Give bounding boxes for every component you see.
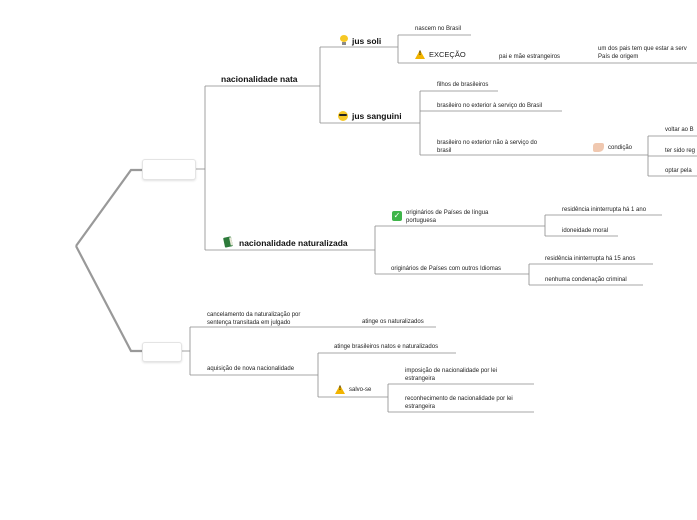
node-residencia-15-anos[interactable]: residência ininterrupta há 15 anos bbox=[545, 256, 636, 262]
node-pai-e-mae[interactable]: pai e mãe estrangeiros bbox=[499, 54, 561, 60]
node-jus-sanguini[interactable]: jus sanguini bbox=[352, 111, 402, 121]
originarios-lingua-line2: portuguesa bbox=[406, 218, 437, 224]
node-optar-pela[interactable]: optar pela bbox=[665, 168, 692, 174]
check-mark-icon: ✓ bbox=[392, 211, 402, 221]
node-nacionalidade-naturalizada[interactable]: nacionalidade naturalizada bbox=[239, 238, 348, 248]
node-exterior-nao-servico[interactable]: brasileiro no exterior não à serviço do … bbox=[437, 139, 537, 155]
node-filhos-de-brasileiros[interactable]: filhos de brasileiros bbox=[437, 82, 489, 88]
warning-icon: ! bbox=[335, 385, 345, 394]
node-cancelamento[interactable]: cancelamento da naturalização por senten… bbox=[207, 311, 300, 327]
node-ter-sido[interactable]: ter sido reg bbox=[665, 148, 696, 154]
node-nenhuma-condenacao[interactable]: nenhuma condenação criminal bbox=[545, 277, 627, 283]
node-salvo-se[interactable]: salvo-se bbox=[349, 387, 372, 393]
exterior-nao-servico-line1: brasileiro no exterior não à serviço do bbox=[437, 140, 538, 146]
node-idoneidade-moral[interactable]: idoneidade moral bbox=[562, 228, 609, 234]
reconhecimento-line2: estrangeira bbox=[405, 404, 436, 410]
imposicao-line1: imposição de nacionalidade por lei bbox=[405, 368, 498, 374]
exterior-nao-servico-line2: brasil bbox=[437, 148, 452, 154]
node-exterior-a-servico[interactable]: brasileiro no exterior à serviço do Bras… bbox=[437, 103, 543, 109]
main-node-bottom[interactable] bbox=[142, 342, 182, 362]
sunglasses-face-icon bbox=[338, 111, 348, 121]
node-nacionalidade-nata[interactable]: nacionalidade nata bbox=[221, 74, 298, 84]
node-jus-soli[interactable]: jus soli bbox=[352, 36, 382, 46]
node-voltar-ao[interactable]: voltar ao B bbox=[665, 127, 694, 133]
node-excecao[interactable]: EXCEÇÃO bbox=[429, 50, 466, 59]
originarios-lingua-line1: originários de Países de língua bbox=[406, 210, 489, 216]
node-residencia-1-ano[interactable]: residência ininterrupta há 1 ano bbox=[562, 207, 647, 213]
node-nascem-no-brasil[interactable]: nascem no Brasil bbox=[415, 26, 462, 32]
um-dos-pais-line2: País de origem bbox=[598, 54, 639, 60]
node-atinge-naturalizados[interactable]: atinge os naturalizados bbox=[362, 319, 424, 325]
cancelamento-line1: cancelamento da naturalização por bbox=[207, 312, 301, 318]
main-node-top[interactable] bbox=[142, 159, 196, 180]
node-condicao[interactable]: condição bbox=[608, 145, 633, 151]
thumbs-down-icon bbox=[593, 143, 604, 152]
node-um-dos-pais[interactable]: um dos pais tem que estar a serv País de… bbox=[598, 45, 687, 61]
node-reconhecimento[interactable]: reconhecimento de nacionalidade por lei … bbox=[405, 395, 513, 411]
lightbulb-icon bbox=[340, 35, 348, 45]
node-originarios-outros[interactable]: originários de Países com outros Idiomas bbox=[391, 266, 502, 272]
imposicao-line2: estrangeira bbox=[405, 376, 436, 382]
reconhecimento-line1: reconhecimento de nacionalidade por lei bbox=[405, 396, 513, 402]
node-aquisicao[interactable]: aquisição de nova nacionalidade bbox=[207, 366, 295, 372]
node-imposicao[interactable]: imposição de nacionalidade por lei estra… bbox=[405, 367, 497, 383]
node-atinge-natos[interactable]: atinge brasileiros natos e naturalizados bbox=[334, 344, 439, 350]
um-dos-pais-line1: um dos pais tem que estar a serv bbox=[598, 46, 687, 52]
node-originarios-lingua[interactable]: originários de Países de língua portugue… bbox=[406, 209, 488, 225]
cancelamento-line2: sentença transitada em julgado bbox=[207, 320, 291, 326]
warning-icon: ! bbox=[415, 50, 425, 59]
